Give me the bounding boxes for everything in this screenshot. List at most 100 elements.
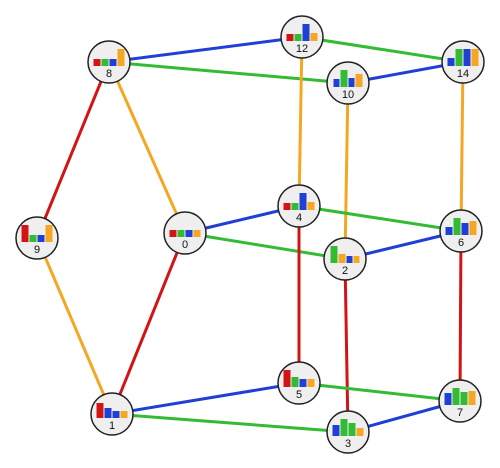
- glyph-bar: [101, 59, 109, 66]
- glyph-bar: [93, 59, 101, 66]
- glyph-bar: [348, 78, 355, 87]
- node-label: 10: [342, 89, 354, 101]
- node-0[interactable]: 0: [163, 211, 207, 255]
- glyph-bar: [45, 225, 53, 242]
- node-circle: [277, 184, 321, 228]
- node-label: 0: [182, 239, 188, 251]
- glyph-bar: [112, 411, 120, 418]
- edge-12-14: [300, 35, 465, 64]
- edge-9-1: [35, 236, 114, 416]
- glyph-bar: [332, 425, 340, 436]
- node-label: 4: [296, 212, 302, 224]
- node-12[interactable]: 12: [280, 15, 324, 59]
- node-label: 3: [345, 438, 351, 450]
- node-circle: [280, 15, 324, 59]
- glyph-bar: [291, 377, 299, 387]
- node-label: 5: [296, 389, 302, 401]
- glyph-bar: [356, 428, 364, 436]
- node-3[interactable]: 3: [326, 410, 370, 454]
- edge-0-1: [110, 231, 187, 416]
- glyph-bar: [346, 256, 353, 263]
- glyph-bar: [444, 393, 452, 405]
- glyph-bar: [291, 203, 299, 210]
- edge-8-0: [107, 60, 187, 235]
- glyph-bar: [302, 24, 310, 41]
- glyph-bar: [286, 34, 294, 41]
- node-circle: [326, 410, 370, 454]
- glyph-bar: [37, 235, 45, 242]
- node-label: 6: [458, 237, 464, 249]
- glyph-bar: [294, 34, 302, 41]
- edge-12-4: [297, 35, 304, 208]
- glyph-bar: [330, 246, 338, 263]
- glyph-bar: [120, 411, 128, 418]
- node-8[interactable]: 8: [87, 40, 131, 84]
- glyph-bar: [96, 403, 104, 418]
- node-7[interactable]: 7: [438, 379, 482, 423]
- edge-6-7: [458, 229, 463, 403]
- node-label: 9: [34, 244, 40, 256]
- glyph-bar: [310, 33, 318, 41]
- glyph-bar: [109, 59, 117, 66]
- edge-4-6: [297, 204, 463, 233]
- glyph-bar: [355, 74, 363, 87]
- glyph-bar: [177, 230, 185, 237]
- glyph-bar: [299, 193, 307, 210]
- glyph-bar: [461, 223, 469, 235]
- node-label: 14: [457, 68, 469, 80]
- glyph-bar: [283, 370, 291, 387]
- glyph-bar: [353, 256, 360, 263]
- node-2[interactable]: 2: [323, 237, 367, 281]
- edge-5-7: [297, 381, 462, 403]
- node-label: 2: [342, 265, 348, 277]
- edge-0-2: [183, 231, 347, 261]
- node-5[interactable]: 5: [277, 361, 321, 405]
- edge-1-3: [110, 412, 350, 434]
- glyph-bar: [333, 79, 340, 87]
- edge-1-5: [110, 381, 301, 416]
- edge-2-3: [343, 257, 350, 434]
- node-10[interactable]: 10: [326, 61, 370, 105]
- glyph-bar: [193, 230, 201, 237]
- node-label: 12: [296, 43, 308, 55]
- glyph-bar: [471, 49, 479, 66]
- glyph-bar: [117, 49, 125, 66]
- glyph-bar: [463, 49, 471, 66]
- glyph-bar: [307, 202, 315, 210]
- glyph-bar: [445, 227, 453, 235]
- glyph-bar: [299, 379, 307, 387]
- node-circle: [163, 211, 207, 255]
- edge-8-9: [35, 60, 111, 240]
- node-label: 7: [457, 407, 463, 419]
- edge-10-2: [343, 81, 350, 261]
- glyph-bar: [185, 230, 193, 237]
- edge-8-12: [107, 35, 304, 64]
- edge-14-6: [459, 60, 465, 233]
- glyph-bar: [21, 225, 29, 242]
- glyph-bar: [29, 235, 37, 242]
- node-14[interactable]: 14: [441, 40, 485, 84]
- glyph-bar: [447, 58, 455, 66]
- node-label: 1: [109, 420, 115, 432]
- glyph-bar: [307, 379, 315, 387]
- edges-layer: [35, 35, 465, 434]
- glyph-bar: [338, 254, 346, 263]
- node-6[interactable]: 6: [439, 209, 483, 253]
- node-4[interactable]: 4: [277, 184, 321, 228]
- glyph-bar: [340, 70, 348, 87]
- node-circle: [326, 61, 370, 105]
- glyph-bar: [169, 230, 177, 237]
- glyph-bar: [455, 49, 463, 66]
- node-9[interactable]: 9: [15, 216, 59, 260]
- node-1[interactable]: 1: [90, 392, 134, 436]
- node-circle: [438, 379, 482, 423]
- node-label: 8: [106, 68, 112, 80]
- glyph-bar: [452, 388, 460, 405]
- glyph-bar: [468, 391, 476, 405]
- edge-8-10: [107, 60, 350, 85]
- glyph-bar: [283, 203, 291, 210]
- glyph-bar: [460, 392, 468, 405]
- node-circle: [439, 209, 483, 253]
